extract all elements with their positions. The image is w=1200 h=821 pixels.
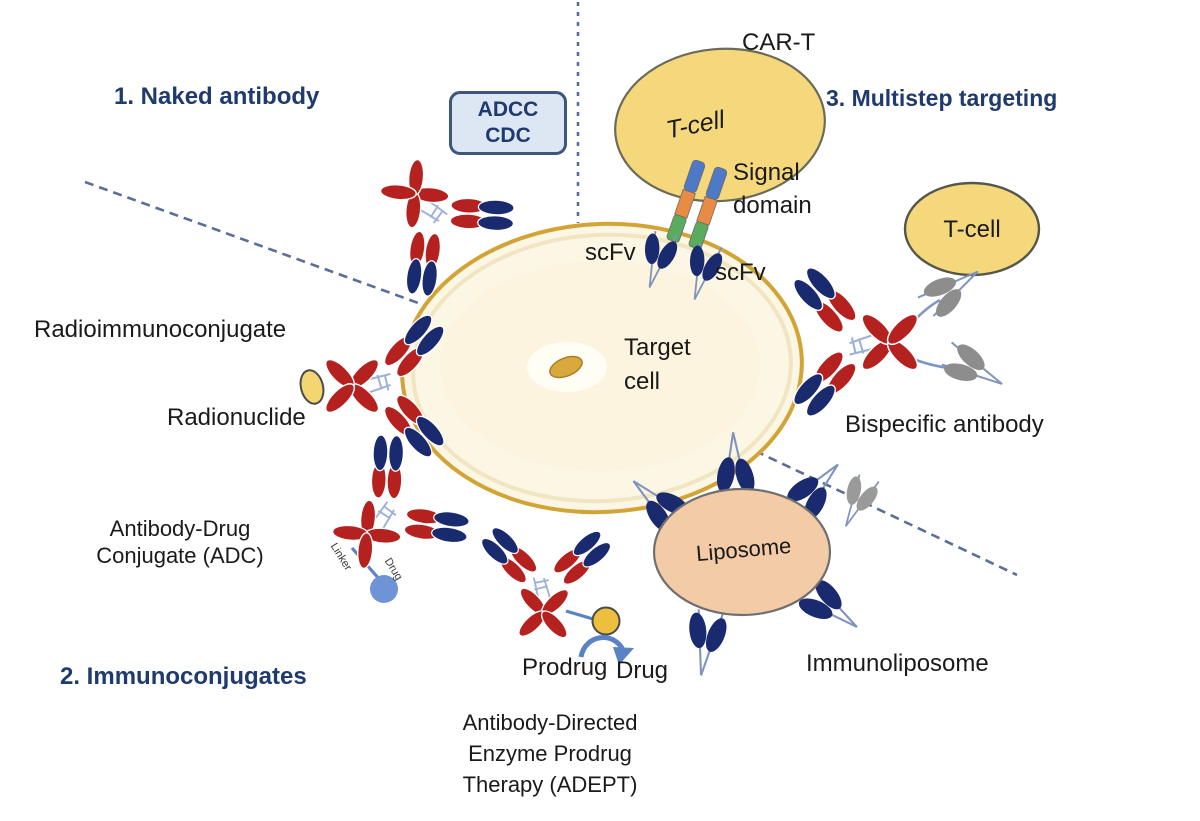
immunoliposome: [617, 430, 871, 680]
scfv-right-label: scFv: [715, 259, 766, 286]
signal-domain-line2: domain: [733, 192, 812, 219]
bispecific-antibody-label: Bispecific antibody: [845, 411, 1044, 438]
target-cell: [400, 221, 804, 515]
radionuclide-particle: [299, 369, 325, 405]
divider-right-dashed: [727, 436, 1018, 577]
adept-label-line3: Therapy (ADEPT): [462, 772, 638, 797]
adept-enzyme: [591, 606, 621, 636]
bispecific-scfv-stray-gray: [828, 468, 886, 535]
target-cell-label-line1: Target: [624, 334, 691, 361]
liposome-body: [652, 487, 832, 617]
adc-label-line1: Antibody-Drug: [109, 516, 251, 541]
car-t-label: CAR-T: [742, 29, 816, 56]
adcc-label: ADCC: [477, 97, 539, 121]
heading-immunoconjugates: 2. Immunoconjugates: [60, 663, 307, 690]
heading-multistep-targeting: 3. Multistep targeting: [826, 85, 1058, 111]
car-receptor-right: [688, 166, 728, 250]
adc-label-line2: Conjugate (ADC): [96, 543, 264, 568]
conversion-arrowhead: [613, 647, 634, 665]
adept-enzyme-link: [565, 609, 594, 621]
helper-t-cell-label: T-cell: [943, 216, 1001, 243]
adcc-cdc-box: ADCC CDC: [449, 91, 567, 155]
bispecific-igg: [788, 262, 924, 422]
car-receptor-left: [666, 159, 706, 243]
prodrug-label: Prodrug: [522, 654, 608, 681]
liposome-fab-bottom: [678, 604, 734, 680]
bispecific-scfv-lower-gray: [934, 334, 1013, 404]
bispecific-antibody: [788, 253, 1013, 535]
target-cell-inner-ring: [411, 232, 793, 504]
cell-nucleus: [549, 355, 583, 379]
adept-label-line1: Antibody-Directed: [462, 710, 638, 735]
prodrug-conversion-arrow: [578, 635, 626, 658]
adept-label-line2: Enzyme Prodrug: [468, 741, 632, 766]
radionuclide-label: Radionuclide: [167, 404, 306, 431]
heading-naked-antibody: 1. Naked antibody: [114, 83, 320, 110]
immunoliposome-label: Immunoliposome: [806, 650, 989, 677]
adc-drug-particle: [370, 575, 398, 603]
adc-structure: [297, 419, 485, 610]
signal-domain-line1: Signal: [733, 159, 800, 186]
released-drug-label: Drug: [616, 657, 669, 684]
car-t-cell-body: [614, 47, 826, 203]
adept-structure: [473, 522, 634, 665]
radioimmunoconjugate-structure: [299, 309, 450, 463]
cdc-label: CDC: [485, 124, 531, 147]
scfv-left-label: scFv: [585, 239, 636, 266]
target-cell-label-line2: cell: [624, 368, 661, 395]
radioimmunoconjugate-label: Radioimmunoconjugate: [34, 316, 287, 343]
divider-left-dashed: [84, 180, 433, 310]
